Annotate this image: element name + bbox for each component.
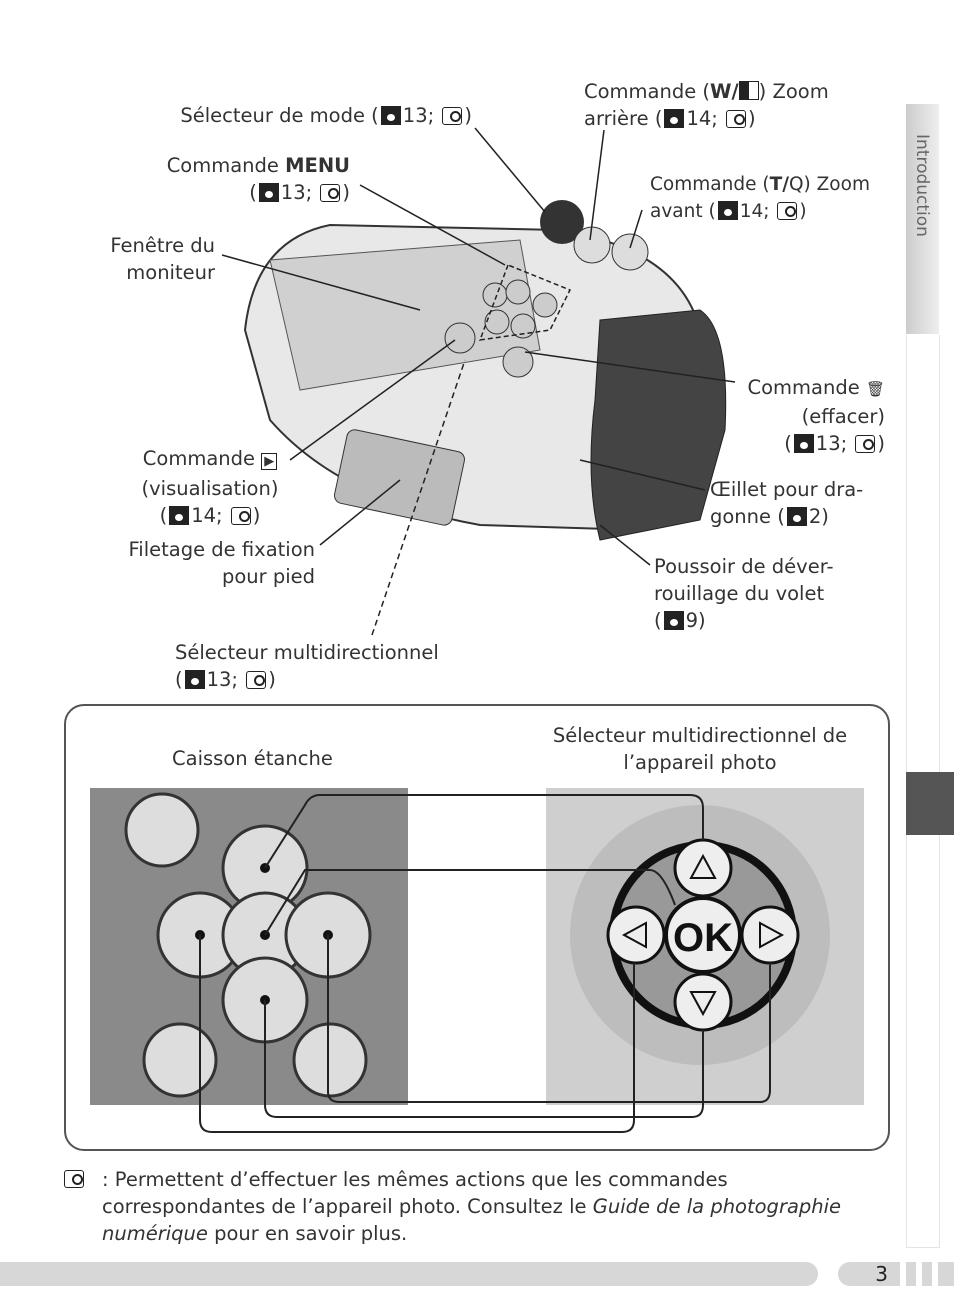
- camera-icon: [64, 1170, 84, 1188]
- page-ref: 14;: [739, 201, 770, 222]
- label-text: (visualisation): [141, 477, 279, 500]
- label-text: (: [784, 432, 792, 455]
- label-text: ): [252, 504, 261, 527]
- camera-icon: [442, 107, 463, 125]
- label-text: avant (: [650, 201, 716, 222]
- housing-caption: Caisson étanche: [172, 747, 333, 770]
- footnote: : Permettent d’effectuer les mêmes actio…: [60, 1166, 892, 1247]
- label-text: Fenêtre du: [110, 234, 215, 257]
- footer-bar-segment: [938, 1262, 954, 1286]
- detail-box: [64, 704, 890, 1151]
- label-text: ): [268, 668, 276, 691]
- label-monitor: Fenêtre du moniteur: [60, 232, 215, 286]
- label-text: gonne (: [710, 505, 785, 528]
- play-icon: ▶: [261, 453, 278, 470]
- guide-title: Guide de la photographie numérique: [102, 1195, 842, 1245]
- page-ref: 13;: [815, 432, 848, 455]
- label-zoom-in: Commande (T/Q) Zoom avant ( 14; ): [650, 171, 870, 225]
- label-text: Commande (: [650, 174, 770, 195]
- label-text: Sélecteur multidirectionnel de: [552, 724, 848, 747]
- label-text: ) Zoom: [803, 174, 870, 195]
- eye-icon: [664, 109, 685, 128]
- label-text: Sélecteur de mode (: [180, 104, 379, 127]
- eye-icon: [717, 201, 738, 220]
- camera-icon: [855, 435, 876, 453]
- label-text: ): [464, 104, 472, 127]
- footer-bar: [0, 1262, 818, 1286]
- ok-button-label: OK: [673, 916, 733, 960]
- page-ref: 14;: [686, 107, 718, 130]
- label-menu: Commande MENU (13; ): [150, 152, 350, 206]
- page-number: 3: [838, 1262, 900, 1286]
- footnote-text: : Permettent d’effectuer les mêmes actio…: [102, 1168, 728, 1218]
- label-text: (: [249, 181, 257, 204]
- label-text: Commande: [747, 376, 860, 399]
- label-mode-selector: Sélecteur de mode ( 13; ): [150, 102, 472, 129]
- footer-bar-segment: [922, 1262, 932, 1286]
- label-zoom-out: Commande (W/ ) Zoom arrière ( 14; ): [584, 78, 829, 132]
- eye-icon: [258, 183, 279, 202]
- thumbnail-icon: [738, 81, 759, 100]
- eye-icon: [786, 507, 807, 526]
- page-ref: 13;: [280, 181, 313, 204]
- label-text: Commande: [166, 154, 286, 177]
- label-text: ): [877, 432, 885, 455]
- label-text: rouillage du volet: [654, 582, 825, 605]
- side-tab-label: Introduction: [912, 134, 932, 237]
- eye-icon: [663, 611, 684, 630]
- label-text: (effacer): [801, 405, 885, 428]
- housing-illustration: [221, 127, 736, 636]
- label-cover-latch: Poussoir de déver- rouillage du volet (9…: [654, 553, 834, 634]
- label-tripod-socket: Filetage de fixation pour pied: [100, 536, 316, 590]
- camera-icon: [230, 507, 251, 525]
- key-label: T/: [769, 174, 789, 195]
- label-delete: Commande 🗑 (effacer) (13; ): [680, 374, 885, 457]
- label-text: Filetage de fixation: [128, 538, 316, 561]
- page-ref: 9): [685, 609, 706, 632]
- label-text: moniteur: [126, 261, 215, 284]
- eye-icon: [793, 434, 814, 453]
- label-text: ): [748, 107, 756, 130]
- trash-icon: 🗑: [865, 380, 885, 398]
- camera-caption: Sélecteur multidirectionnel de l’appareil…: [530, 722, 870, 776]
- side-tab-marker: [906, 772, 954, 835]
- label-text: arrière (: [584, 107, 663, 130]
- page-ref: 2): [808, 505, 829, 528]
- side-tab-introduction: Introduction: [906, 104, 939, 334]
- label-text: ): [342, 181, 350, 204]
- key-label: W/: [710, 80, 739, 103]
- label-text: pour pied: [221, 565, 315, 588]
- eye-icon: [169, 506, 190, 525]
- label-text: Œillet pour dra-: [710, 478, 864, 501]
- magnifier-icon: Q: [788, 174, 804, 195]
- label-text: l’appareil photo: [623, 751, 777, 774]
- page-ref: 13;: [206, 668, 238, 691]
- camera-icon: [777, 202, 798, 220]
- camera-icon: [726, 110, 747, 128]
- label-text: Poussoir de déver-: [654, 555, 834, 578]
- footer-bar-segment: [906, 1262, 916, 1286]
- multi-selector-comparison: OK: [90, 788, 864, 1133]
- label-text: (: [175, 668, 183, 691]
- footnote-text: pour en savoir plus.: [207, 1222, 408, 1245]
- label-text: ) Zoom: [758, 80, 829, 103]
- camera-icon: [320, 184, 341, 202]
- label-text: Sélecteur multidirectionnel: [175, 641, 439, 664]
- key-label: MENU: [285, 154, 350, 177]
- label-text: ): [799, 201, 807, 222]
- label-text: Commande: [142, 447, 256, 470]
- page-ref: 14;: [191, 504, 223, 527]
- label-text: (: [159, 504, 168, 527]
- camera-icon: [246, 671, 267, 689]
- eye-icon: [184, 670, 205, 689]
- label-multi-selector: Sélecteur multidirectionnel (13; ): [175, 639, 439, 693]
- page-ref: 13;: [402, 104, 435, 127]
- label-playback: Commande ▶ (visualisation) (14; ): [110, 445, 310, 529]
- label-text: Commande (: [584, 80, 711, 103]
- eye-icon: [380, 106, 401, 125]
- label-strap-eyelet: Œillet pour dra- gonne ( 2): [710, 476, 863, 530]
- label-text: (: [654, 609, 662, 632]
